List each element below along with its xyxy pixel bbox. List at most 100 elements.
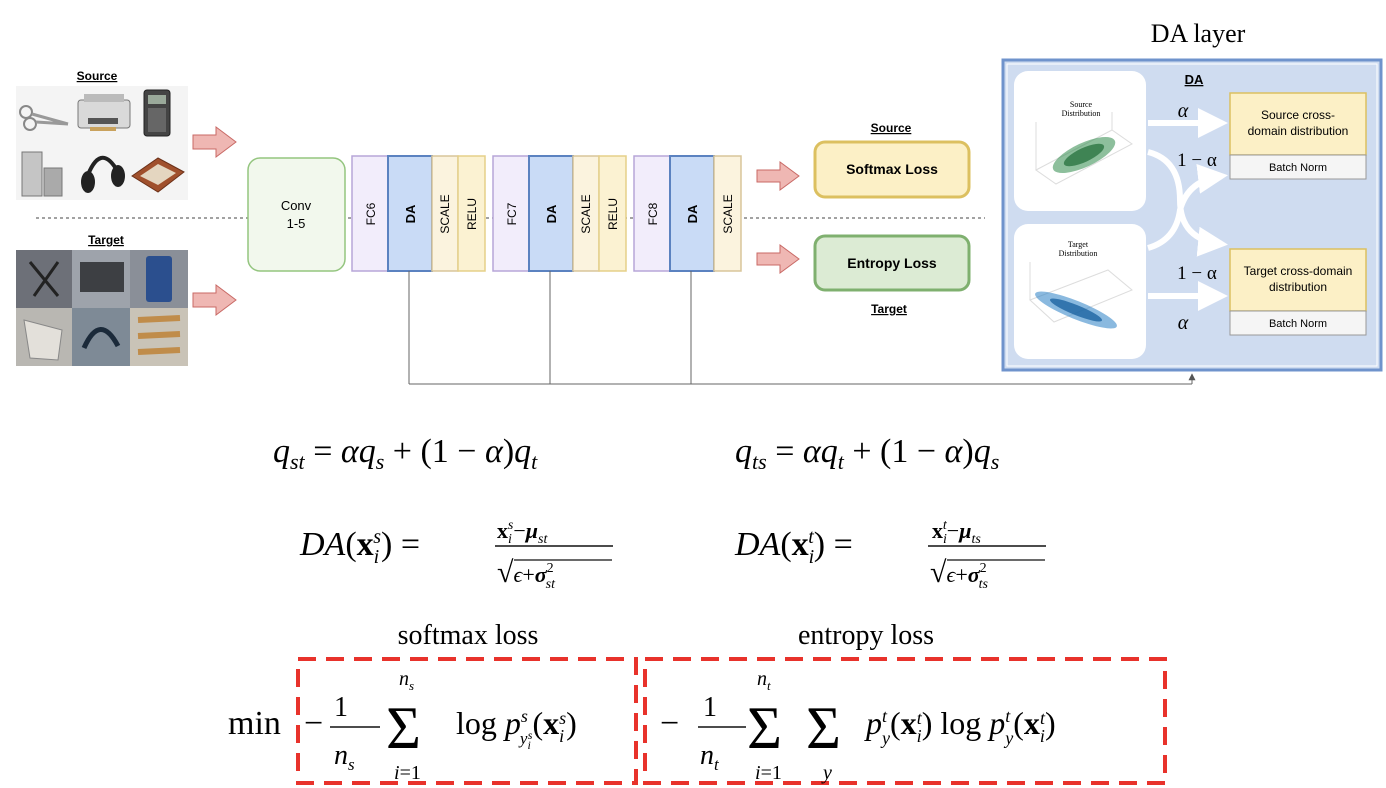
source-panel: Source <box>16 69 188 200</box>
scale-block-2 <box>572 155 600 272</box>
svg-text:1: 1 <box>334 692 348 723</box>
svg-text:pty(xit) log pty(xit): pty(xit) log pty(xit) <box>864 705 1056 748</box>
relu-block-2 <box>598 155 627 272</box>
svg-text:DA(xis) =: DA(xis) = <box>299 526 420 568</box>
printer-image <box>77 94 131 131</box>
loss-target-label: Target <box>871 302 907 316</box>
fc8-block <box>633 155 671 272</box>
scale-label-1: SCALE <box>438 194 452 233</box>
fc6-label: FC6 <box>364 202 378 225</box>
layer-group-1: FC6 DA SCALE RELU <box>351 155 486 272</box>
fc8-label: FC8 <box>646 202 660 225</box>
svg-text:Σ: Σ <box>386 695 421 761</box>
target-distribution-plot <box>1029 262 1133 329</box>
one-minus-alpha-label-bottom: 1 − α <box>1177 263 1217 284</box>
alpha-label-bottom: α <box>1178 312 1189 334</box>
svg-text:nt: nt <box>757 668 771 693</box>
softmax-loss-box <box>813 140 971 199</box>
svg-text:−: − <box>660 705 679 742</box>
layer-group-3: FC8 DA SCALE <box>633 155 742 272</box>
conv-label-line2: 1-5 <box>287 216 306 231</box>
arrow-to-softmax <box>756 161 800 191</box>
arrow-to-entropy <box>756 244 800 274</box>
conv-label-line1: Conv <box>281 198 312 213</box>
source-distribution-plot <box>1035 112 1133 185</box>
entropy-loss-caption: entropy loss <box>798 620 934 651</box>
scale-label-2: SCALE <box>579 194 593 233</box>
da-block-2 <box>528 155 574 272</box>
da-label-1: DA <box>403 204 418 223</box>
da-label-2: DA <box>544 204 559 223</box>
source-distribution-title-1: Source <box>1070 100 1093 109</box>
da-layer-panel: DA Source Distribution Target Distributi… <box>1001 58 1383 372</box>
q-ts-equation: qts = αqt + (1 − α)qs <box>735 433 999 474</box>
da-connection-lines <box>408 271 1196 385</box>
source-distribution-card <box>1014 71 1146 211</box>
softmax-loss-label: Softmax Loss <box>846 161 938 177</box>
input-arrow-target <box>192 284 237 316</box>
svg-text:i=1: i=1 <box>394 762 421 784</box>
da-block-3 <box>669 155 715 272</box>
target-panel: Target <box>16 233 188 366</box>
scissors-image <box>19 105 69 131</box>
relu-label-1: RELU <box>465 198 479 230</box>
headphones-image <box>81 156 125 193</box>
target-distribution-title-1: Target <box>1068 240 1089 249</box>
batch-norm-box-bottom <box>1229 310 1367 336</box>
scale-block-3 <box>713 155 742 272</box>
source-cross-domain-box <box>1229 92 1367 156</box>
source-cross-domain-line2: domain distribution <box>1248 124 1349 138</box>
source-panel-title: Source <box>77 69 118 83</box>
svg-text:Σ: Σ <box>747 695 782 761</box>
softmax-loss-dashed-box <box>296 657 638 785</box>
target-cross-domain-line1: Target cross-domain <box>1244 264 1353 278</box>
source-cross-domain-line1: Source cross- <box>1261 108 1335 122</box>
svg-text:1: 1 <box>703 692 717 723</box>
svg-text:ns: ns <box>399 668 414 693</box>
target-cross-domain-box <box>1229 248 1367 312</box>
alpha-label-top: α <box>1178 100 1189 122</box>
entropy-loss-dashed-box <box>643 657 1167 785</box>
loss-source-label: Source <box>871 121 912 135</box>
target-cross-domain-line2: distribution <box>1269 280 1327 294</box>
svg-text:i=1: i=1 <box>755 762 782 784</box>
q-st-equation: qst = αqs + (1 − α)qt <box>273 433 538 474</box>
batch-norm-label-bottom: Batch Norm <box>1269 318 1327 330</box>
entropy-loss-box <box>813 234 971 292</box>
trash-can-image <box>21 151 63 197</box>
calculator-image <box>143 89 171 137</box>
scale-label-3: SCALE <box>721 194 735 233</box>
conv-block: Conv 1-5 <box>247 157 346 272</box>
da-flow-arrows <box>1147 108 1228 311</box>
target-distribution-title-2: Distribution <box>1059 249 1098 258</box>
svg-text:Σ: Σ <box>806 695 841 761</box>
da-label-3: DA <box>685 204 700 223</box>
tray-image <box>131 157 185 193</box>
layer-group-2: FC7 DA SCALE RELU <box>492 155 627 272</box>
svg-text:ns: ns <box>334 740 355 774</box>
relu-block-1 <box>457 155 486 272</box>
svg-text:xis−μst: xis−μst <box>497 518 548 547</box>
da-block-1 <box>387 155 433 272</box>
relu-label-2: RELU <box>606 198 620 230</box>
svg-text:DA(xit) =: DA(xit) = <box>734 526 853 568</box>
svg-text:xit−μts: xit−μts <box>932 518 981 547</box>
svg-text:y: y <box>821 762 832 784</box>
objective-min: min <box>228 705 281 742</box>
mixing-equations: qst = αqs + (1 − α)qt qts = αqt + (1 − α… <box>273 433 999 474</box>
da-panel-title: DA <box>1185 72 1204 87</box>
target-panel-title: Target <box>88 233 124 247</box>
input-arrow-source <box>192 126 237 158</box>
da-layer-caption: DA layer <box>1151 19 1246 48</box>
scale-block-1 <box>431 155 459 272</box>
svg-text:nt: nt <box>700 740 720 774</box>
